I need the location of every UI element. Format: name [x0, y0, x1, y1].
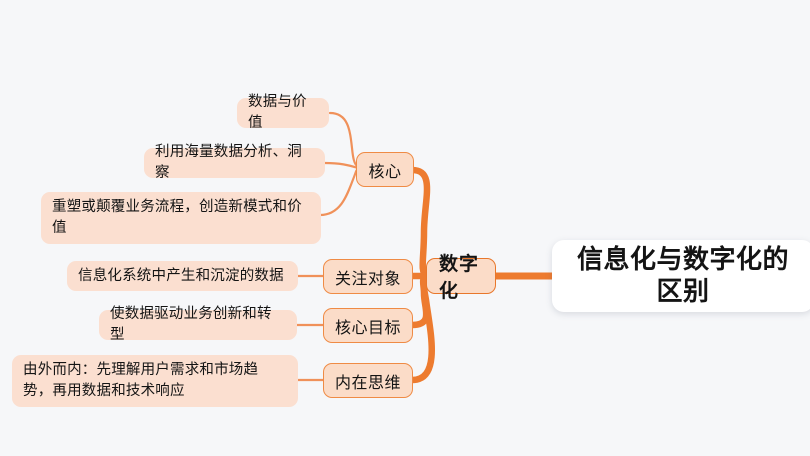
- edge-digital-to-core: [408, 166, 431, 279]
- node-focus-object-label: 关注对象: [334, 270, 401, 288]
- edge-core-to-leaf-3: [318, 167, 360, 217]
- leaf-outside-in-thinking-label: 由外而内：先理解用户需求和市场趋 势，再用数据和技术响应: [23, 361, 259, 399]
- leaf-massive-data-analysis[interactable]: 利用海量数据分析、洞察: [144, 144, 325, 181]
- node-inner-mindset[interactable]: 内在思维: [323, 363, 413, 398]
- node-digital[interactable]: 数字化: [426, 254, 496, 302]
- leaf-data-and-value-label: 数据与价值: [248, 93, 307, 131]
- leaf-data-and-value[interactable]: 数据与价值: [237, 94, 329, 131]
- node-inner-mindset-label: 内在思维: [334, 374, 401, 392]
- leaf-outside-in-thinking[interactable]: 由外而内：先理解用户需求和市场趋 势，再用数据和技术响应: [12, 355, 298, 407]
- edge-digital-to-mindset: [408, 274, 435, 384]
- node-core[interactable]: 核心: [356, 152, 414, 187]
- edge-core-to-leaf-1: [328, 111, 360, 169]
- node-digital-label: 数字化: [439, 254, 480, 302]
- leaf-data-from-it-systems[interactable]: 信息化系统中产生和沉淀的数据: [67, 261, 298, 291]
- root-node-label: 信息化与数字化的区别: [576, 244, 789, 306]
- leaf-data-driven-innovation[interactable]: 使数据驱动业务创新和转型: [99, 306, 297, 343]
- root-node[interactable]: 信息化与数字化的区别: [552, 240, 810, 312]
- node-core-goal-label: 核心目标: [334, 319, 401, 337]
- node-core-label: 核心: [368, 163, 402, 181]
- leaf-data-from-it-systems-label: 信息化系统中产生和沉淀的数据: [78, 267, 284, 284]
- node-core-goal[interactable]: 核心目标: [323, 308, 413, 343]
- edge-core-to-leaf-2: [323, 161, 360, 170]
- node-focus-object[interactable]: 关注对象: [323, 259, 413, 294]
- leaf-data-driven-innovation-label: 使数据驱动业务创新和转型: [110, 305, 272, 343]
- leaf-reshape-business-process-label: 重塑或颠覆业务流程，创造新模式和价 值: [52, 198, 302, 236]
- leaf-reshape-business-process[interactable]: 重塑或颠覆业务流程，创造新模式和价 值: [41, 192, 321, 244]
- leaf-massive-data-analysis-label: 利用海量数据分析、洞察: [155, 143, 302, 181]
- edge-digital-to-goal: [408, 273, 430, 329]
